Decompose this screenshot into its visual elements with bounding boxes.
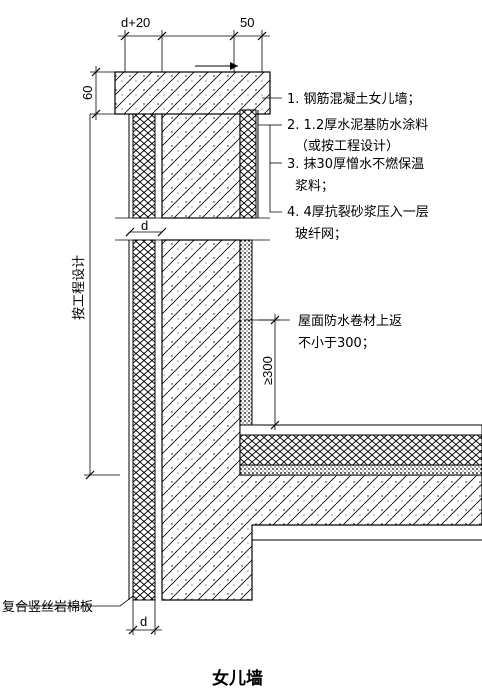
roof-note-1: 屋面防水卷材上返: [298, 313, 402, 329]
note-2b: （或按工程设计）: [295, 139, 399, 154]
dim-top-width: d+20: [121, 15, 150, 30]
cap-height-dimension: [90, 66, 115, 120]
bottom-d-dimension: [126, 600, 162, 635]
note-1: 1. 钢筋混凝土女儿墙；: [287, 91, 421, 107]
break-line: [115, 217, 270, 241]
drawing-title: 女儿墙: [212, 668, 263, 689]
dim-height-label: 按工程设计: [72, 255, 87, 320]
dim-cap-height: 60: [80, 86, 95, 100]
concrete-wall-lower: [161, 239, 482, 601]
note-4: 4. 4厚抗裂砂浆压入一层: [287, 205, 429, 220]
dim-top-right: 50: [240, 15, 254, 30]
dim-min-height: ≥300: [260, 356, 275, 385]
dim-mid-d: d: [141, 218, 148, 233]
dim-bottom-d: d: [140, 614, 147, 629]
mid-d-dimension: [125, 227, 167, 237]
overall-height-dimension: [84, 114, 120, 480]
board-label: 复合竖丝岩棉板: [2, 600, 93, 615]
note-leaders: [16, 97, 290, 607]
rockwool-board-left: [128, 113, 156, 601]
note-2: 2. 1.2厚水泥基防水涂料: [287, 117, 428, 133]
roof-note-2: 不小于300；: [298, 336, 375, 351]
top-dimension: [118, 30, 270, 72]
roof-insulation-layer: [239, 424, 482, 476]
note-4b: 玻纤网；: [295, 227, 347, 242]
slope-arrow: [195, 62, 238, 70]
note-3: 3. 抹30厚憎水不燃保温: [287, 156, 424, 172]
concrete-wall-upper: [114, 71, 271, 219]
note-3b: 浆料；: [295, 179, 334, 194]
rockwool-board-right: [239, 109, 259, 426]
